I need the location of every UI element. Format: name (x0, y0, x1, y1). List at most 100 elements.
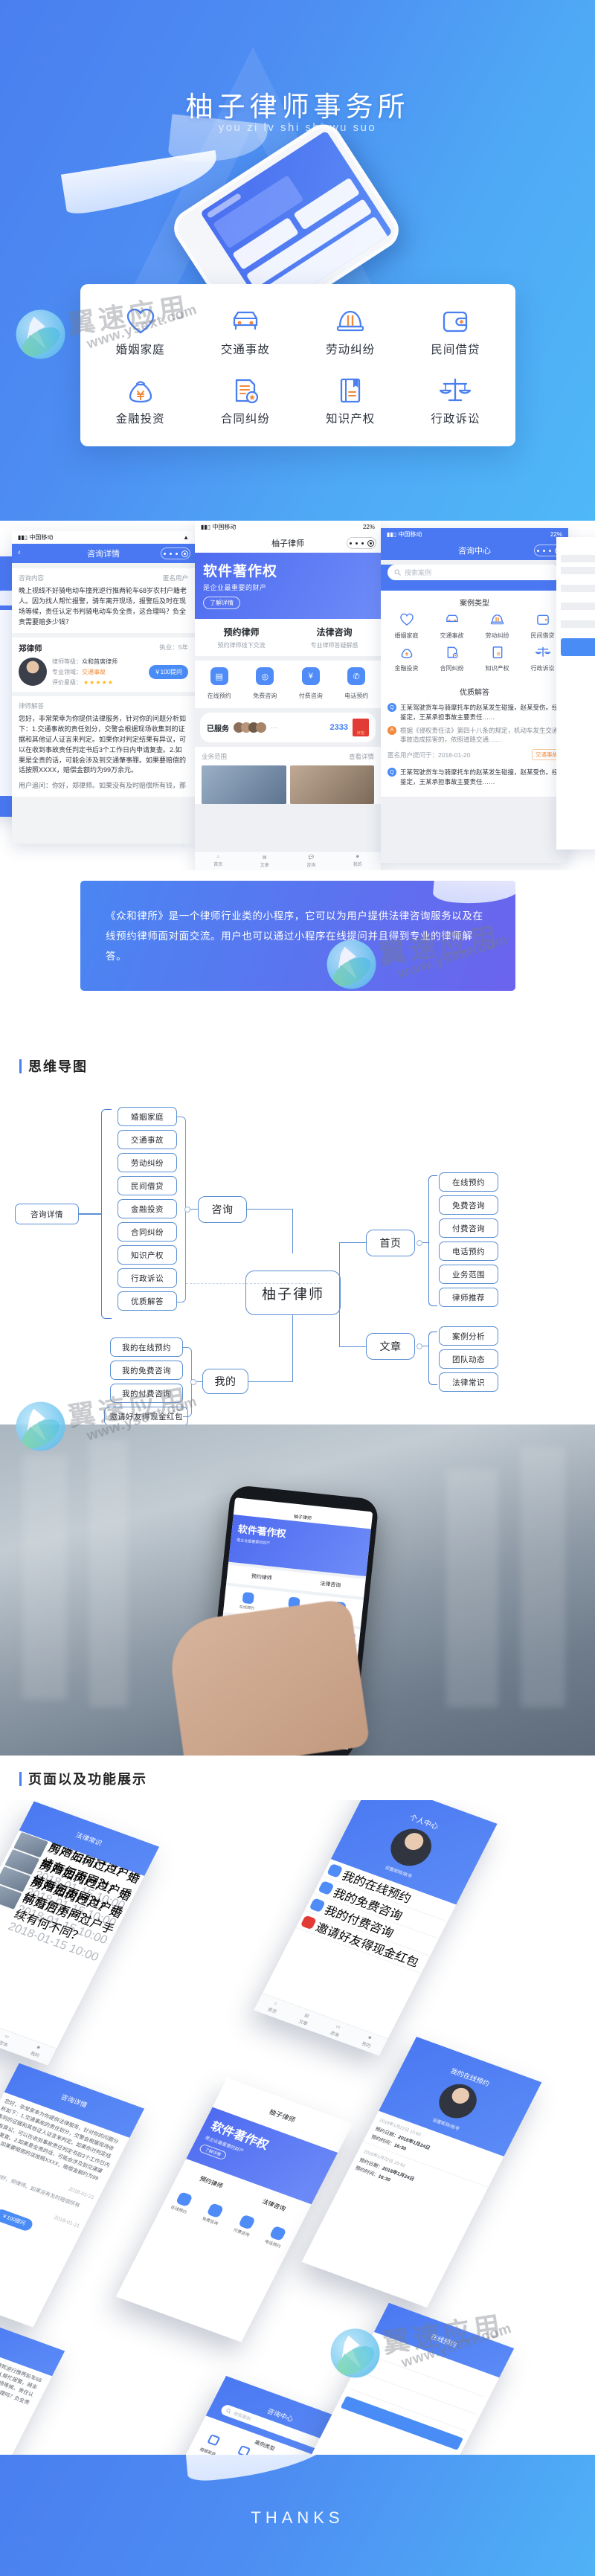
case-type-labor[interactable]: 劳动纠纷 (475, 613, 520, 640)
case-type-marriage[interactable]: 婚姻家庭 (384, 613, 429, 640)
quick-action-paid-consult[interactable]: ¥付费咨询 (288, 667, 334, 701)
hand-phone-banner-sub: 是企业最重要的财产 (236, 1538, 271, 1546)
mindmap-branch-home: 首页 (366, 1230, 415, 1256)
tab-mine[interactable]: ☻我的 (29, 2045, 42, 2059)
car-icon (446, 614, 458, 623)
qa-item-question[interactable]: Q 王某驾驶货车与骑摩托车的赵某发生碰撞，赵某受伤。经鉴定，王某承担事故主要责任… (387, 768, 562, 787)
screenshot-consult-center: ▮▮▯ 中国移动 22% 咨询中心 搜索案例 案例类型 婚姻 (381, 528, 568, 863)
book-icon (492, 646, 502, 658)
service-card-title: 预约律师 (223, 627, 260, 637)
home-icon: ⌂ (273, 2001, 278, 2007)
tab-bar: ⌂首页 ▤文章 ▭咨询 ☻我的 (254, 1993, 388, 2056)
consult-content-label: 咨询内容 (19, 574, 45, 582)
category-item-lending[interactable]: 民间借贷 (403, 298, 508, 367)
wifi-icon: ▲ (183, 534, 189, 541)
category-label: 民间借贷 (431, 344, 480, 356)
answer-text: 您好，非常荣幸为你提供法律服务，针对你的问题分析如下：1.交通事故的责任划分，交… (19, 714, 187, 774)
qa-item-question[interactable]: Q 王某驾驶货车与骑摩托车的赵某发生碰撞，赵某受伤。经鉴定，王某承担事故主要责任… (387, 703, 562, 722)
tab-consult[interactable]: 💬咨询 (306, 855, 316, 868)
level-label: 律师等级： (52, 658, 82, 665)
showcase-section: 法律常识 房产如何过户？婚前婚后房产过户手续有何不同？2018-01-15 10… (0, 1800, 595, 2455)
mini-program-capsule[interactable] (347, 537, 376, 549)
detail-link[interactable]: 查看详情 (348, 753, 374, 760)
banner-cta[interactable]: 了解详情 (203, 597, 240, 609)
category-item-administrative[interactable]: 行政诉讼 (403, 367, 508, 436)
thanks-section: THANKS (0, 2455, 595, 2576)
mindmap-root: 柚子律师 (245, 1271, 341, 1315)
user-icon: ☻ (355, 855, 360, 859)
nav-title: 咨询详情 (87, 550, 120, 559)
chat-icon: 💬 (308, 855, 314, 860)
promo-banner[interactable]: 软件著作权 是企业最重要的财产 了解详情 (195, 553, 381, 619)
category-item-labor[interactable]: 劳动纠纷 (298, 298, 403, 367)
service-card-booking[interactable]: 预约律师 预约律师线下交流 (195, 619, 288, 656)
question-badge-icon: Q (387, 768, 396, 777)
quick-actions: ▤在线预约 ◎免费咨询 ¥付费咨询 ✆电话预约 (195, 661, 381, 708)
case-type-ip[interactable]: 知识产权 (475, 646, 520, 672)
mindmap-leaf: 劳动纠纷 (118, 1153, 177, 1172)
qa-meta: 匿名用户提问于：2018-01-20 (387, 751, 471, 759)
case-type-traffic[interactable]: 交通事故 (429, 613, 475, 640)
page-subtitle-pinyin: you zi lv shi shi wu suo (218, 121, 377, 134)
category-item-traffic[interactable]: 交通事故 (193, 298, 298, 367)
served-users-bar: 已服务 ··· 2333 红包 (200, 713, 376, 742)
helmet-icon (337, 310, 364, 332)
battery-indicator: 22% (362, 524, 375, 530)
search-input[interactable]: 搜索案例 (387, 565, 562, 580)
user-icon: ☻ (35, 2045, 42, 2051)
status-bar: ▮▮▯ 中国移动 ▲ (12, 531, 195, 544)
quick-action-online-booking[interactable]: ▤在线预约 (196, 667, 242, 701)
category-item-ip[interactable]: 知识产权 (298, 367, 403, 436)
redpacket-icon (300, 1914, 318, 1930)
section-header-showcase: 页面以及功能展示 (19, 1769, 147, 1788)
case-type-administrative[interactable]: 行政诉讼 (520, 646, 565, 672)
showcase-phone-home: 柚子律师 软件著作权 是企业最重要的财产 了解详情 预约律师 法律咨询 在线预约… (115, 2078, 353, 2342)
case-type-contract[interactable]: 合同纠纷 (429, 646, 475, 672)
tab-home[interactable]: ⌂首页 (213, 855, 223, 867)
business-scope-section: 业务范围 查看详情 (195, 747, 381, 804)
screenshot-sliver-right (556, 537, 595, 849)
back-icon[interactable]: ‹ (18, 548, 21, 557)
category-item-marriage[interactable]: 婚姻家庭 (88, 298, 193, 367)
wallet-icon (443, 311, 468, 333)
sc-nav-title: 法律常识 (74, 1831, 104, 1847)
showcase-phone-consult-center: 咨询中心 搜索案例 案例类型 婚姻家庭 交通事故 劳动纠纷 民间借贷 金融投资 … (111, 2375, 352, 2455)
lawyer-card: 郑律师 执业：5年 律师等级：众和首席律师 专业领域：交通事故 评价星级： ★★… (12, 637, 195, 692)
money-bag-icon (129, 381, 152, 403)
category-label: 劳动纠纷 (326, 344, 376, 356)
heart-icon (126, 308, 154, 334)
service-card-sub: 预约律师线下交流 (217, 642, 266, 649)
ask-button[interactable]: ￥100提问 (148, 664, 188, 679)
sc-nav-title: 在线预约 (429, 2332, 459, 2349)
category-item-finance[interactable]: 金融投资 (88, 367, 193, 436)
case-type-lending[interactable]: 民间借贷 (520, 613, 565, 640)
service-card-title: 法律咨询 (316, 627, 353, 637)
nav-bar: 咨询中心 (381, 541, 568, 560)
search-placeholder: 搜索案例 (405, 569, 432, 576)
mindmap-leaf: 交通事故 (118, 1130, 177, 1149)
sc-search-input[interactable]: 搜索案例 (219, 2403, 329, 2452)
qa-question: 王某驾驶货车与骑摩托车的赵某发生碰撞，赵某受伤。经鉴定，王某承担事故主要责任…… (400, 704, 559, 721)
book-icon (340, 378, 361, 403)
followup-text: 用户追问：你好，郑律师。如果没有及时赔偿所有钱，那 (19, 782, 187, 790)
screenshot-home: ▮▮▯ 中国移动 22% 柚子律师 软件著作权 是企业最重要的财产 了解详情 预… (195, 521, 381, 870)
quick-action-phone-booking[interactable]: ✆电话预约 (334, 667, 380, 701)
tab-mine[interactable]: ☻我的 (353, 855, 362, 867)
mindmap-leaf: 案例分析 (439, 1326, 498, 1346)
category-item-contract[interactable]: 合同纠纷 (193, 367, 298, 436)
mindmap-branch-article: 文章 (366, 1333, 415, 1360)
tab-article[interactable]: ▤文章 (260, 855, 269, 868)
redpacket-icon[interactable]: 红包 (353, 719, 369, 736)
user-icon: ☻ (366, 2035, 373, 2041)
screenshot-strip: ▮▮▯ 中国移动 ▲ ‹ 咨询详情 咨询内容 匿名用户 晚上视线不好骑电动车撞死… (0, 521, 595, 870)
service-card-consult[interactable]: 法律咨询 专业律师答疑解惑 (288, 619, 381, 656)
qa-question: 王某驾驶货车与骑摩托车的赵某发生碰撞，赵某受伤。经鉴定，王某承担事故主要责任…… (400, 768, 559, 786)
qa-item-answer: A 根据《侵权责任法》第四十八条的规定，机动车发生交通事故造成损害的，依照道路交… (387, 725, 562, 745)
category-label: 知识产权 (326, 413, 376, 425)
case-type-finance[interactable]: 金融投资 (384, 646, 429, 672)
description-section: 《众和律所》是一个律师行业类的小程序，它可以为用户提供法律咨询服务以及在线预约律… (0, 870, 595, 1004)
tab-mine[interactable]: ☻我的 (360, 2035, 373, 2049)
quick-action-free-consult[interactable]: ◎免费咨询 (242, 667, 289, 701)
mini-program-capsule[interactable] (161, 547, 190, 559)
